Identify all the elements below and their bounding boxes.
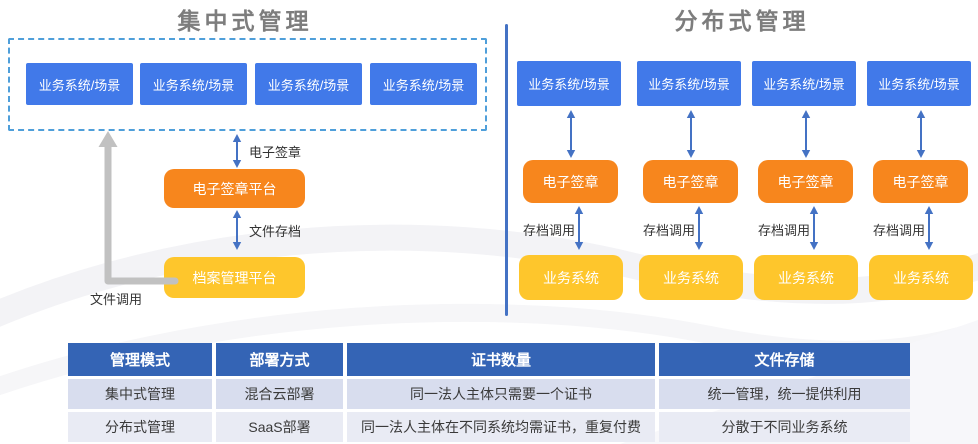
table-cell: 同一法人主体在不同系统均需证书，重复付费 [347,412,655,442]
esign-box: 电子签章 [643,160,738,203]
archive-call-label: 存档调用 [523,223,576,238]
double-arrow-icon [232,134,242,168]
scenario-box: 业务系统/场景 [255,63,362,105]
table-cell: 分布式管理 [68,412,212,442]
scenario-box: 业务系统/场景 [752,61,856,106]
scenario-box: 业务系统/场景 [370,63,477,105]
scenario-box: 业务系统/场景 [867,61,971,106]
distributed-column: 业务系统/场景 电子签章 存档调用 业务系统 [752,0,858,312]
esign-platform-box: 电子签章平台 [164,169,305,208]
scenario-box: 业务系统/场景 [140,63,247,105]
archive-call-label: 存档调用 [873,223,926,238]
distributed-column: 业务系统/场景 电子签章 存档调用 业务系统 [867,0,973,312]
table-cell: 混合云部署 [216,379,343,409]
archive-call-label: 存档调用 [643,223,696,238]
table-header-cell: 部署方式 [216,343,343,376]
left-panel-title: 集中式管理 [177,8,313,34]
table-cell: 统一管理，统一提供利用 [659,379,910,409]
double-arrow-icon [574,206,584,250]
archive-platform-box: 档案管理平台 [164,257,305,298]
file-call-arrow-icon [98,131,179,285]
double-arrow-icon [694,206,704,250]
distributed-column: 业务系统/场景 电子签章 存档调用 业务系统 [517,0,623,312]
distributed-column: 业务系统/场景 电子签章 存档调用 业务系统 [637,0,743,312]
panel-divider [505,24,508,316]
double-arrow-icon [924,206,934,250]
table-row: 集中式管理 混合云部署 同一法人主体只需要一个证书 统一管理，统一提供利用 [68,379,910,409]
scenario-box: 业务系统/场景 [517,61,621,106]
table-cell: 同一法人主体只需要一个证书 [347,379,655,409]
double-arrow-icon [916,110,926,158]
double-arrow-icon [686,110,696,158]
right-panel-title: 分布式管理 [674,8,810,34]
table-header-cell: 管理模式 [68,343,212,376]
table-cell: SaaS部署 [216,412,343,442]
esign-box: 电子签章 [873,160,968,203]
double-arrow-icon [809,206,819,250]
business-system-box: 业务系统 [519,255,623,300]
esign-box: 电子签章 [523,160,618,203]
esign-flow-label: 电子签章 [249,145,302,160]
scenario-box: 业务系统/场景 [26,63,133,105]
table-cell: 分散于不同业务系统 [659,412,910,442]
double-arrow-icon [801,110,811,158]
business-system-box: 业务系统 [639,255,743,300]
archive-flow-label: 文件存档 [249,224,302,239]
archive-call-label: 存档调用 [758,223,811,238]
table-row: 分布式管理 SaaS部署 同一法人主体在不同系统均需证书，重复付费 分散于不同业… [68,412,910,442]
scenario-group-border [8,38,487,131]
esign-box: 电子签章 [758,160,853,203]
business-system-box: 业务系统 [754,255,858,300]
file-call-label: 文件调用 [90,292,143,307]
comparison-table: 管理模式 部署方式 证书数量 文件存储 集中式管理 混合云部署 同一法人主体只需… [68,343,910,444]
double-arrow-icon [232,210,242,250]
business-system-box: 业务系统 [869,255,973,300]
table-header-cell: 文件存储 [659,343,910,376]
table-header-row: 管理模式 部署方式 证书数量 文件存储 [68,343,910,376]
table-header-cell: 证书数量 [347,343,655,376]
double-arrow-icon [566,110,576,158]
table-cell: 集中式管理 [68,379,212,409]
scenario-box: 业务系统/场景 [637,61,741,106]
